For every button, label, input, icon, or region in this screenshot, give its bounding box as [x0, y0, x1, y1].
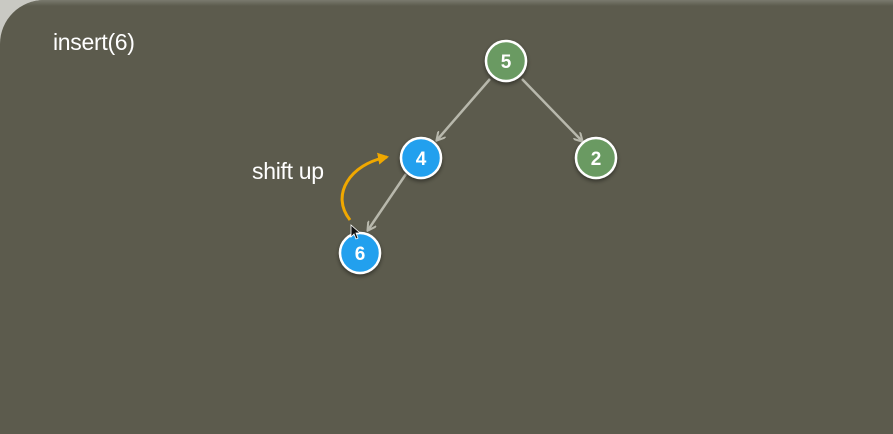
slide-title: insert(6) — [53, 29, 135, 55]
svg-text:4: 4 — [416, 149, 427, 170]
svg-text:2: 2 — [591, 149, 602, 170]
shift-up-arrow — [340, 152, 389, 221]
heap-node-2: 2 — [574, 136, 618, 180]
heap-node-5: 5 — [484, 39, 528, 83]
shift-up-label: shift up — [252, 158, 324, 184]
svg-text:6: 6 — [355, 244, 366, 265]
edge-5-to-4 — [437, 78, 491, 140]
svg-text:5: 5 — [501, 52, 512, 73]
heap-node-4: 4 — [399, 136, 443, 180]
edge-5-to-2 — [521, 78, 582, 141]
edge-4-to-6 — [368, 173, 408, 230]
heap-node-6: 6 — [338, 231, 382, 275]
mouse-cursor-icon — [350, 224, 362, 240]
